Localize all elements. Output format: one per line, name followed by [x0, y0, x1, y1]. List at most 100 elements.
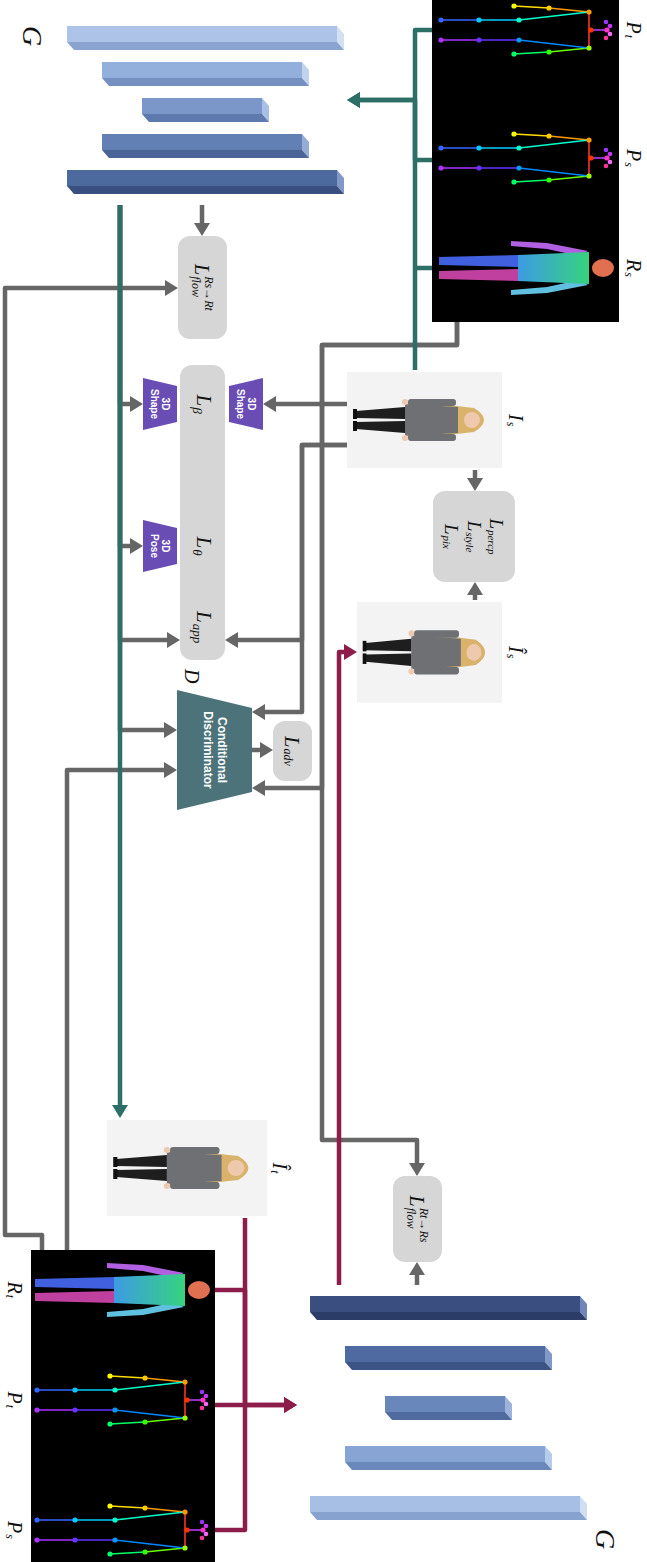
- math-label: LRt→Rsflow: [405, 1196, 430, 1243]
- subscript: flow: [190, 276, 203, 297]
- arrow-head: [225, 632, 238, 648]
- loss-box: LRs→Rtflow: [178, 236, 227, 339]
- pose-target-panel: RtPtPs: [0, 1250, 215, 1562]
- connector: [409, 1262, 425, 1285]
- script-stack: s: [623, 272, 636, 277]
- math-symbol: L: [408, 1196, 428, 1207]
- math-symbol: L: [465, 521, 484, 532]
- script-stack: t: [4, 1405, 17, 1408]
- subscript: s: [505, 654, 518, 659]
- arrow-head: [252, 780, 265, 796]
- arrow-head: [263, 396, 276, 412]
- loss-box: LRt→Rsflow: [393, 1176, 442, 1262]
- connector: [194, 205, 210, 236]
- math-label: Pt: [623, 22, 646, 39]
- script-stack: t: [623, 35, 636, 38]
- arrow-head: [467, 478, 483, 491]
- subscript: s: [4, 1534, 17, 1539]
- encoder-trapezoid: 3D Shape: [143, 378, 177, 430]
- math-label: Lθ: [191, 537, 216, 556]
- connector: [120, 205, 180, 648]
- connector: [347, 92, 415, 370]
- connector: [120, 205, 143, 554]
- shape-label: 3D Pose: [149, 528, 171, 564]
- connector-line: [359, 100, 415, 370]
- math-symbol: Î: [506, 646, 526, 653]
- pose-panel-bottom: [31, 1250, 215, 1562]
- connector-line: [252, 748, 261, 753]
- math-label: Ps: [623, 149, 646, 167]
- script-stack: θ: [191, 549, 205, 555]
- math-symbol: P: [624, 22, 644, 34]
- math-label: Lapp: [191, 611, 216, 643]
- subscript: t: [623, 35, 636, 38]
- connector: [339, 644, 357, 1285]
- connector: [467, 470, 483, 491]
- connector-line: [264, 322, 457, 788]
- math-symbol: P: [624, 149, 644, 161]
- reconstructed-image: Îs: [357, 600, 529, 705]
- script-stack: Rs→Rtflow: [190, 276, 215, 311]
- generator-network: G: [12, 20, 347, 205]
- script-stack: β: [191, 407, 205, 413]
- math-label: G: [591, 1529, 619, 1549]
- shape-label: 3D Shape: [235, 386, 257, 422]
- connector: [5, 280, 178, 1250]
- connector: [252, 742, 273, 758]
- encoder-trapezoid: 3D Pose: [143, 520, 177, 572]
- subscript: percp: [486, 530, 498, 555]
- subscript: s: [623, 162, 636, 167]
- subscript: s: [623, 272, 636, 277]
- math-symbol: L: [487, 518, 506, 529]
- script-stack: s: [4, 1534, 17, 1539]
- script-stack: pix: [441, 536, 453, 549]
- connector: [120, 205, 143, 412]
- script-stack: style: [463, 532, 475, 552]
- math-symbol: L: [193, 537, 214, 549]
- math-symbol: R: [624, 259, 644, 271]
- math-symbol: P: [5, 1521, 25, 1533]
- math-label: Lstyle: [463, 521, 485, 553]
- subscript: t: [4, 1295, 17, 1298]
- connector-line: [245, 1218, 285, 1405]
- arrow-head: [167, 632, 180, 648]
- connector-line: [473, 470, 478, 479]
- math-symbol: L: [442, 524, 461, 535]
- shape-label: Conditional Discriminator: [201, 698, 227, 802]
- math-symbol: G: [18, 26, 46, 46]
- script-stack: adv: [281, 748, 294, 765]
- shape-label-box: 3D Shape: [229, 386, 263, 422]
- script-stack: Rt→Rsflow: [405, 1208, 430, 1243]
- connector: [467, 582, 483, 600]
- math-symbol: G: [591, 1529, 619, 1549]
- arrow-head: [347, 92, 360, 108]
- generated-image: Ît: [107, 1118, 292, 1218]
- connector-line: [118, 205, 123, 1106]
- math-label: Îs: [505, 646, 528, 658]
- connector: [263, 396, 347, 412]
- connector-line: [67, 770, 165, 1250]
- shape-fill: [229, 378, 263, 430]
- shape-fill: [177, 690, 252, 810]
- script-stack: t: [4, 1295, 17, 1298]
- connector: [120, 205, 177, 738]
- arrow-head: [130, 396, 143, 412]
- pose-panel-top: [432, 0, 619, 322]
- shape-label-box: Conditional Discriminator: [177, 698, 252, 802]
- connector: [225, 445, 347, 648]
- math-label: Pt: [4, 1392, 27, 1409]
- connector: [322, 322, 457, 1176]
- arrow-head: [260, 742, 273, 758]
- shape-fill: [143, 520, 177, 572]
- math-label: LRs→Rtflow: [190, 264, 215, 311]
- connector: [112, 205, 128, 1118]
- script-stack: percp: [486, 530, 498, 555]
- discriminator-trapezoid: Conditional DiscriminatorD: [177, 668, 252, 810]
- arrow-head: [284, 1397, 297, 1413]
- connector-line: [415, 1274, 420, 1285]
- arrow-head: [164, 722, 177, 738]
- subscript: style: [463, 532, 475, 552]
- encoder-trapezoid: 3D Shape: [229, 378, 263, 430]
- script-stack: s: [505, 422, 518, 427]
